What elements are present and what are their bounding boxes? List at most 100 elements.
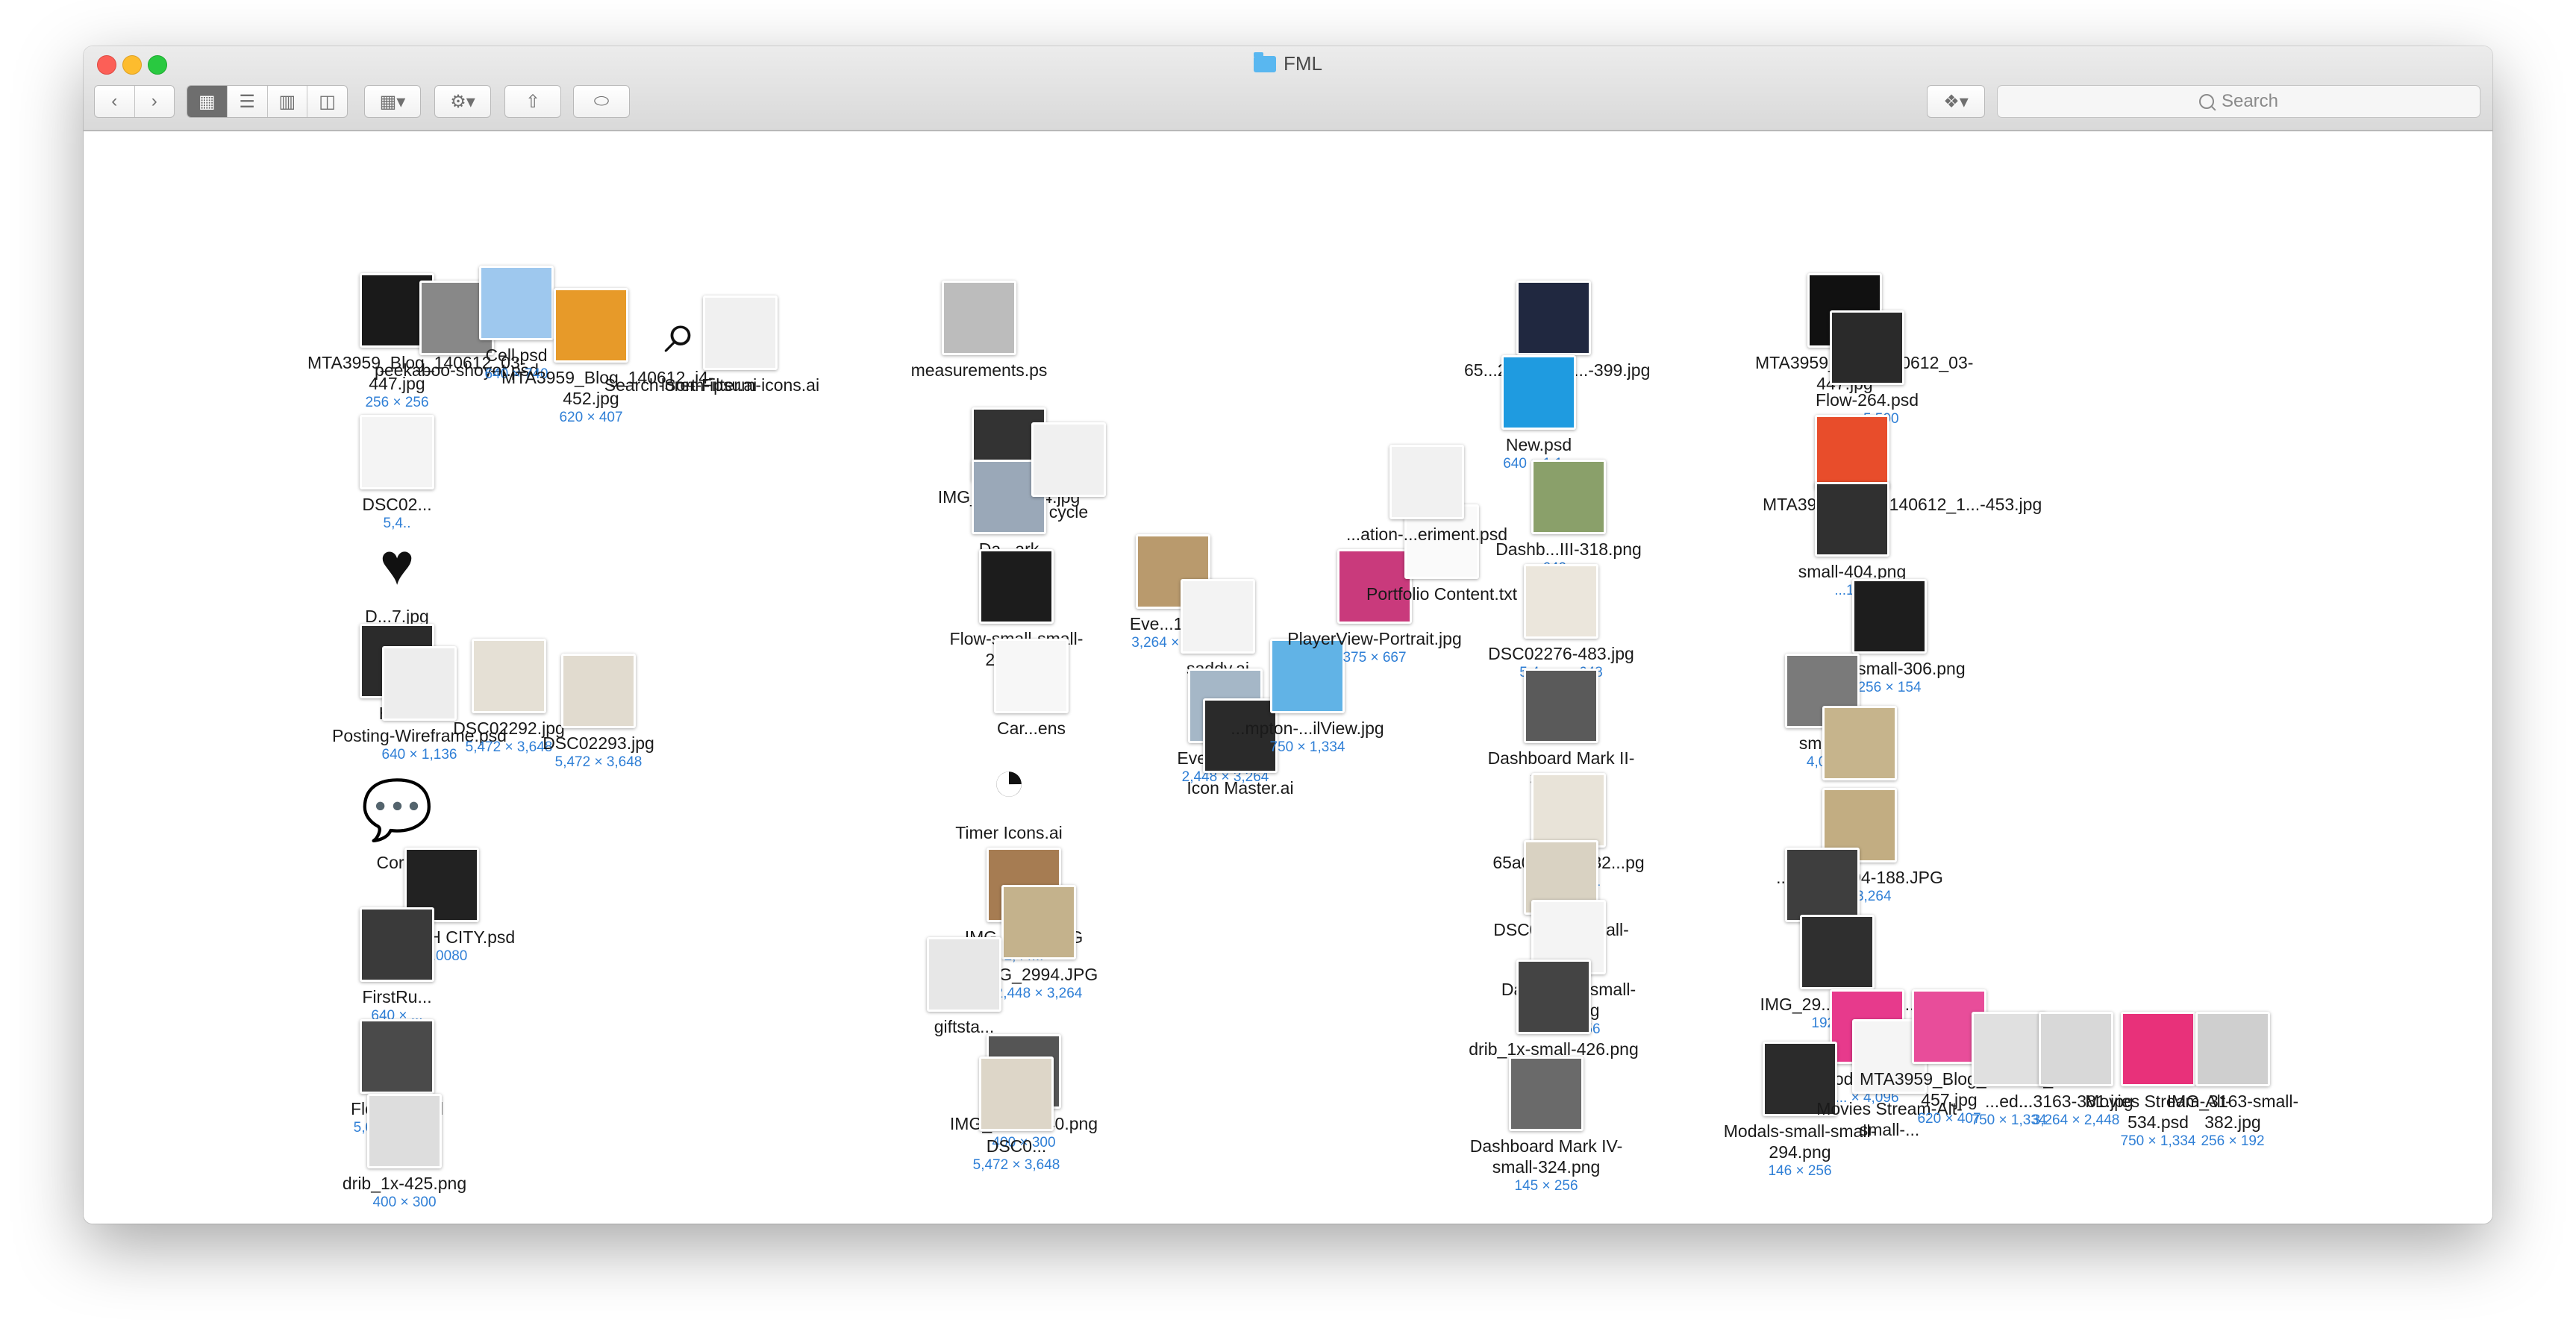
file-thumbnail [2195,1012,2270,1086]
file-thumbnail [1203,698,1278,773]
file-name: Flow-264.psd [1815,390,1919,410]
action-button[interactable]: ⚙▾ [434,85,491,118]
file-thumbnail [479,266,554,340]
share-icon: ⇧ [525,91,541,112]
icon-view-button[interactable]: ▦ [187,86,228,117]
back-icon: ‹ [111,91,118,111]
cover-flow-icon: ◫ [319,91,336,112]
file-name: Dashboard Mark IV-small-324.png [1469,1136,1623,1177]
file-label: cycle [979,501,1158,522]
file-dimensions: 750 × 1,334 [2120,1133,2196,1149]
file-thumbnail [1516,959,1591,1034]
file-dimensions: 256 × 154 [1857,680,1922,695]
file-dimensions: 750 × 1,334 [1971,1112,2047,1128]
file-name: ...ed... [1985,1092,2033,1111]
file-label: Timer Icons.ai [919,822,1098,843]
arrange-button[interactable]: ▦▾ [364,85,421,118]
arrange-icon: ▦▾ [379,91,406,112]
file-name: Modals-small-small-294.png [1723,1121,1877,1162]
file-name: giftsta... [934,1017,995,1036]
file-thumbnail [979,1056,1054,1131]
file-thumbnail [1531,460,1606,534]
title-bar: FML ‹ › ▦ ☰ ▥ ◫ ▦▾ ⚙▾ ⇧ ⬭ ❖▾ Search [84,46,2492,131]
forward-icon: › [151,91,157,111]
file-thumbnail [360,907,434,982]
file-thumbnail [927,937,1001,1012]
window-title: FML [84,52,2492,75]
file-dimensions: 3,264 × 2,448 [2032,1112,2120,1128]
file-dimensions: 620 × 407 [1917,1111,1981,1127]
finder-window: FML ‹ › ▦ ☰ ▥ ◫ ▦▾ ⚙▾ ⇧ ⬭ ❖▾ Search MTA3… [84,46,2492,1224]
dropbox-button[interactable]: ❖▾ [1927,85,1985,118]
file-thumbnail [1270,639,1345,713]
share-button[interactable]: ⇧ [504,85,561,118]
file-thumbnail [360,415,434,489]
file-name: MTA3959_Blog_140612_i4-452.jpg [501,368,714,408]
file-thumbnail [1181,579,1255,654]
file-dimensions: 2,448 × 3,264 [1181,769,1269,785]
view-mode-buttons: ▦ ☰ ▥ ◫ [187,85,348,118]
file-name: DSC02292.jpg [453,719,565,738]
minimize-window-button[interactable] [122,55,142,75]
file-name: ...ation-...eriment.psd [1345,525,1508,544]
file-thumbnail [1800,915,1875,989]
file-name: Icon Master.ai [1187,778,1294,798]
file-name: ...3163-381.jpg [2019,1092,2133,1111]
forward-button[interactable]: › [135,86,175,117]
search-field[interactable]: Search [1997,85,2480,118]
folder-icon [1254,52,1276,72]
file-thumbnail [1031,422,1106,497]
column-view-icon: ▥ [278,91,296,112]
file-name: Timer Icons.ai [955,823,1063,842]
file-name: Search-Sort-Filter.ai [604,375,757,395]
search-icon: ⌕ [664,299,697,365]
file-label: peekaboo-shoyot.psd [367,360,546,381]
file-dimensions: 5,472 × 3,648 [972,1157,1060,1173]
file-name: ...mpton-...ilView.jpg [1231,719,1384,738]
file-thumbnail [979,549,1054,624]
file-thumbnail [1531,773,1606,848]
timer-icon: ◔ [991,747,1027,813]
zoom-window-button[interactable] [148,55,167,75]
file-dimensions: 750 × 1,334 [1269,739,1345,755]
heart-icon: ♥ [379,530,415,597]
file-dimensions: 2,448 × 3,264 [995,986,1083,1001]
file-name: IMG_3163-small-382.jpg [2166,1092,2299,1132]
file-thumbnail [1001,885,1076,959]
close-window-button[interactable] [97,55,116,75]
file-name: PlayerView-Portrait.jpg [1287,629,1462,648]
file-name: Dashb...III-318.png [1495,539,1642,559]
file-dimensions: 640 × 740 [484,366,548,382]
file-name: drib_1x-small-426.png [1469,1039,1639,1059]
file-thumbnail [1524,564,1598,639]
column-view-button[interactable]: ▥ [268,86,308,117]
file-name: Portfolio Content.txt [1366,584,1517,604]
file-thumbnail [1516,281,1591,355]
file-name: Cell.psd [485,345,548,365]
file-dimensions: 5,472 × 3,648 [465,739,553,755]
file-name: MTA3959_Blog_140612_03-447.jpg [307,353,526,393]
file-dimensions: 5,472 × 3,648 [554,754,643,770]
file-dimensions: 5,4.. [383,516,411,531]
icon-view-icon: ▦ [198,91,216,112]
cover-flow-button[interactable]: ◫ [307,86,347,117]
file-thumbnail [472,639,546,713]
tags-button[interactable]: ⬭ [573,85,630,118]
search-icon [2198,94,2214,109]
list-view-button[interactable]: ☰ [228,86,268,117]
file-name: measurements.ps [910,360,1048,380]
file-thumbnail [1852,579,1927,654]
file-thumbnail [1763,1042,1837,1116]
file-thumbnail [1337,549,1412,624]
file-label: ...ed...750 × 1,334 [1919,1091,2098,1130]
back-button[interactable]: ‹ [95,86,135,117]
